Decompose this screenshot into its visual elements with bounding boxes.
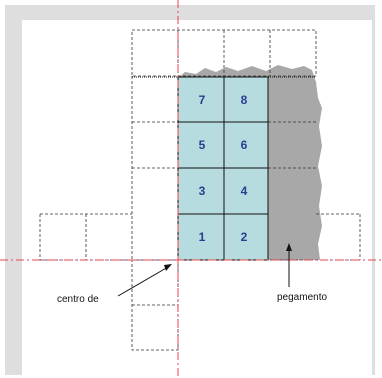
pegamento-label: pegamento: [277, 292, 328, 303]
arrows: [117, 248, 290, 297]
cell-number-6: 6: [240, 138, 248, 152]
cell-number-8: 8: [240, 93, 248, 107]
cell-number-5: 5: [198, 138, 206, 152]
centro-label: centro de: [57, 294, 99, 305]
cell-number-1: 1: [198, 230, 206, 244]
cell-number-3: 3: [198, 184, 206, 198]
pegamento-arrow-head: [286, 243, 292, 251]
centro-arrow-line: [117, 266, 169, 297]
glue-area: [178, 65, 322, 260]
cell-number-2: 2: [240, 230, 248, 244]
cell-grid: [177, 76, 269, 261]
centro-arrow-head: [164, 264, 172, 271]
cell-number-7: 7: [198, 93, 206, 107]
cell-number-4: 4: [240, 184, 248, 198]
